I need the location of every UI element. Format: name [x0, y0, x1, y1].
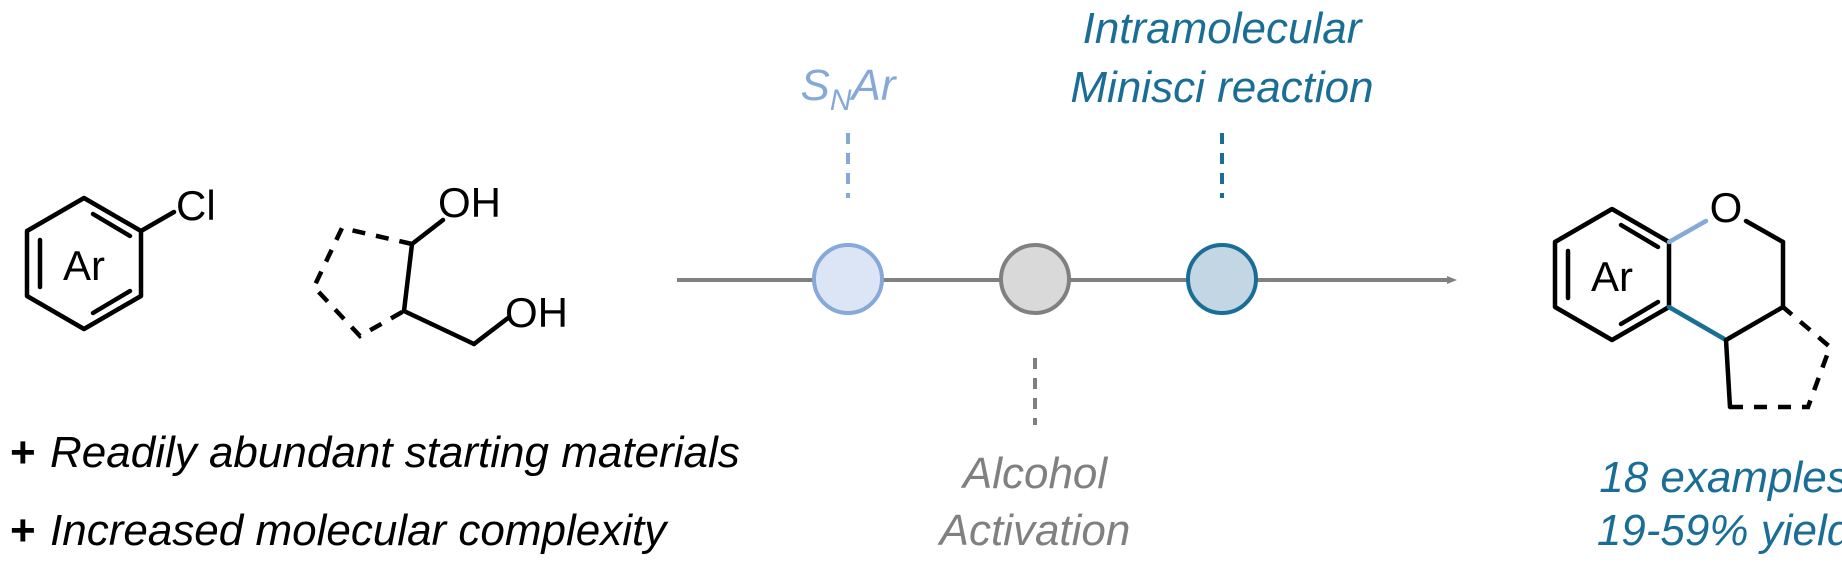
product-aromatic-inner-2 [1618, 222, 1661, 250]
minisci-label-line1: Intramolecular [1083, 4, 1364, 53]
chloro-label: Cl [176, 182, 216, 229]
product-ring-label: Ar [1591, 253, 1633, 300]
aryl-chloride-structure: Ar Cl [24, 182, 216, 332]
snar-subscript-n: N [830, 84, 852, 117]
product-aromatic-inner-3 [1618, 299, 1661, 327]
c-oh-bond [409, 217, 446, 247]
product-structure: Ar O [1552, 184, 1833, 410]
alcohol-label-line2: Activation [937, 506, 1131, 555]
minisci-step-node [1186, 243, 1258, 315]
fused-ring-bond [1723, 337, 1733, 410]
snar-label: SNAr [800, 61, 897, 117]
ring-bond-c1-c2 [401, 241, 415, 314]
aromatic-inner-bond-3 [90, 288, 133, 316]
ch2-oh-bond [471, 315, 511, 347]
snar-step-node [812, 243, 884, 315]
aromatic-inner-bond-2 [90, 211, 133, 239]
new-c-c-bond [1666, 304, 1729, 343]
yield-range: 19-59% yield [1597, 506, 1842, 555]
ch-ch-bond [1723, 304, 1786, 343]
hydroxyl-top-label: OH [438, 179, 501, 226]
product-summary: 18 examples 19-59% yield [1597, 453, 1842, 555]
new-c-o-bond [1666, 218, 1709, 245]
c-cl-bond [138, 209, 177, 234]
o-ch2-bond [1743, 218, 1786, 245]
ring-dashed-bonds [311, 225, 413, 339]
bullet-plus-2: + [10, 506, 36, 555]
benefit-item-1: Readily abundant starting materials [50, 428, 740, 477]
reaction-pathway: SNAr Alcohol Activation Intramolecular M… [677, 4, 1457, 555]
alcohol-label-line1: Alcohol [960, 449, 1109, 498]
product-dashed-ring [1730, 305, 1833, 410]
minisci-label-line2: Minisci reaction [1070, 63, 1373, 112]
snar-s: S [800, 61, 829, 110]
alcohol-activation-node [999, 243, 1071, 315]
aryl-ring-label: Ar [63, 242, 105, 289]
examples-count: 18 examples [1599, 453, 1842, 502]
oxygen-label: O [1710, 184, 1743, 231]
bullet-plus-1: + [10, 428, 36, 477]
diol-structure: OH OH [311, 179, 568, 347]
c-ch2-bond [401, 308, 477, 347]
benefit-item-2: Increased molecular complexity [50, 506, 669, 555]
hydroxyl-side-label: OH [505, 289, 568, 336]
snar-ar: Ar [849, 61, 898, 110]
benefits-list: + Readily abundant starting materials + … [10, 428, 740, 555]
